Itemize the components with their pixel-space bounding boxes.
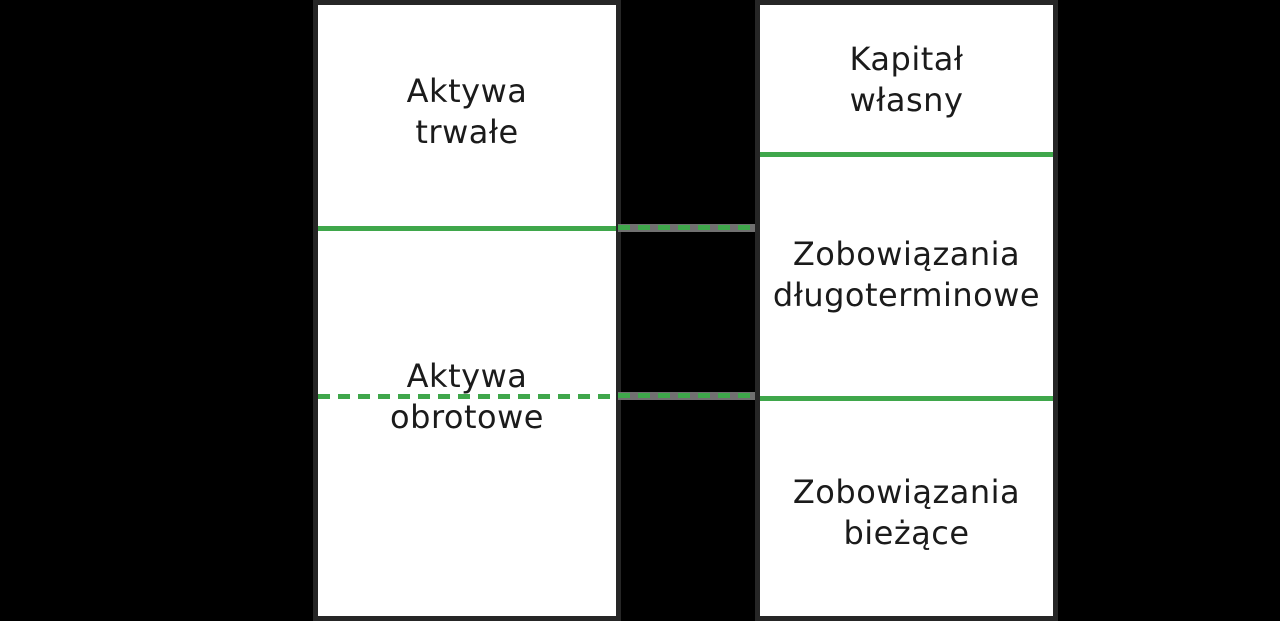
assets-column: Aktywa trwałe Aktywa obrotowe bbox=[313, 0, 621, 621]
section-label-line: długoterminowe bbox=[772, 276, 1041, 314]
section-long-term-liabilities-label: Zobowiązania długoterminowe bbox=[760, 234, 1053, 316]
section-equity-label: Kapitał własny bbox=[760, 39, 1053, 121]
connector-line-top-dashes bbox=[618, 225, 757, 230]
assets-divider-dashed bbox=[318, 394, 616, 399]
section-current-liabilities-label: Zobowiązania bieżące bbox=[760, 472, 1053, 554]
section-label-line: Aktywa bbox=[406, 72, 528, 110]
section-label-line: trwałe bbox=[415, 113, 519, 151]
section-label-line: Zobowiązania bbox=[792, 235, 1021, 273]
section-fixed-assets-label: Aktywa trwałe bbox=[318, 71, 616, 153]
connector-line-bottom bbox=[618, 392, 757, 400]
section-current-assets-label: Aktywa obrotowe bbox=[318, 356, 616, 438]
section-label-line: Kapitał bbox=[849, 40, 964, 78]
section-label-line: Zobowiązania bbox=[792, 473, 1021, 511]
connector-line-top bbox=[618, 224, 757, 232]
section-label-line: własny bbox=[849, 81, 964, 119]
section-label-line: bieżące bbox=[843, 514, 970, 552]
assets-divider-solid bbox=[318, 226, 616, 231]
section-label-line: Aktywa bbox=[406, 357, 528, 395]
liabilities-column: Kapitał własny Zobowiązania długotermino… bbox=[755, 0, 1058, 621]
liabilities-divider-bottom bbox=[760, 396, 1053, 401]
section-label-line: obrotowe bbox=[390, 398, 544, 436]
connector-line-bottom-dashes bbox=[618, 393, 757, 398]
liabilities-divider-top bbox=[760, 152, 1053, 157]
